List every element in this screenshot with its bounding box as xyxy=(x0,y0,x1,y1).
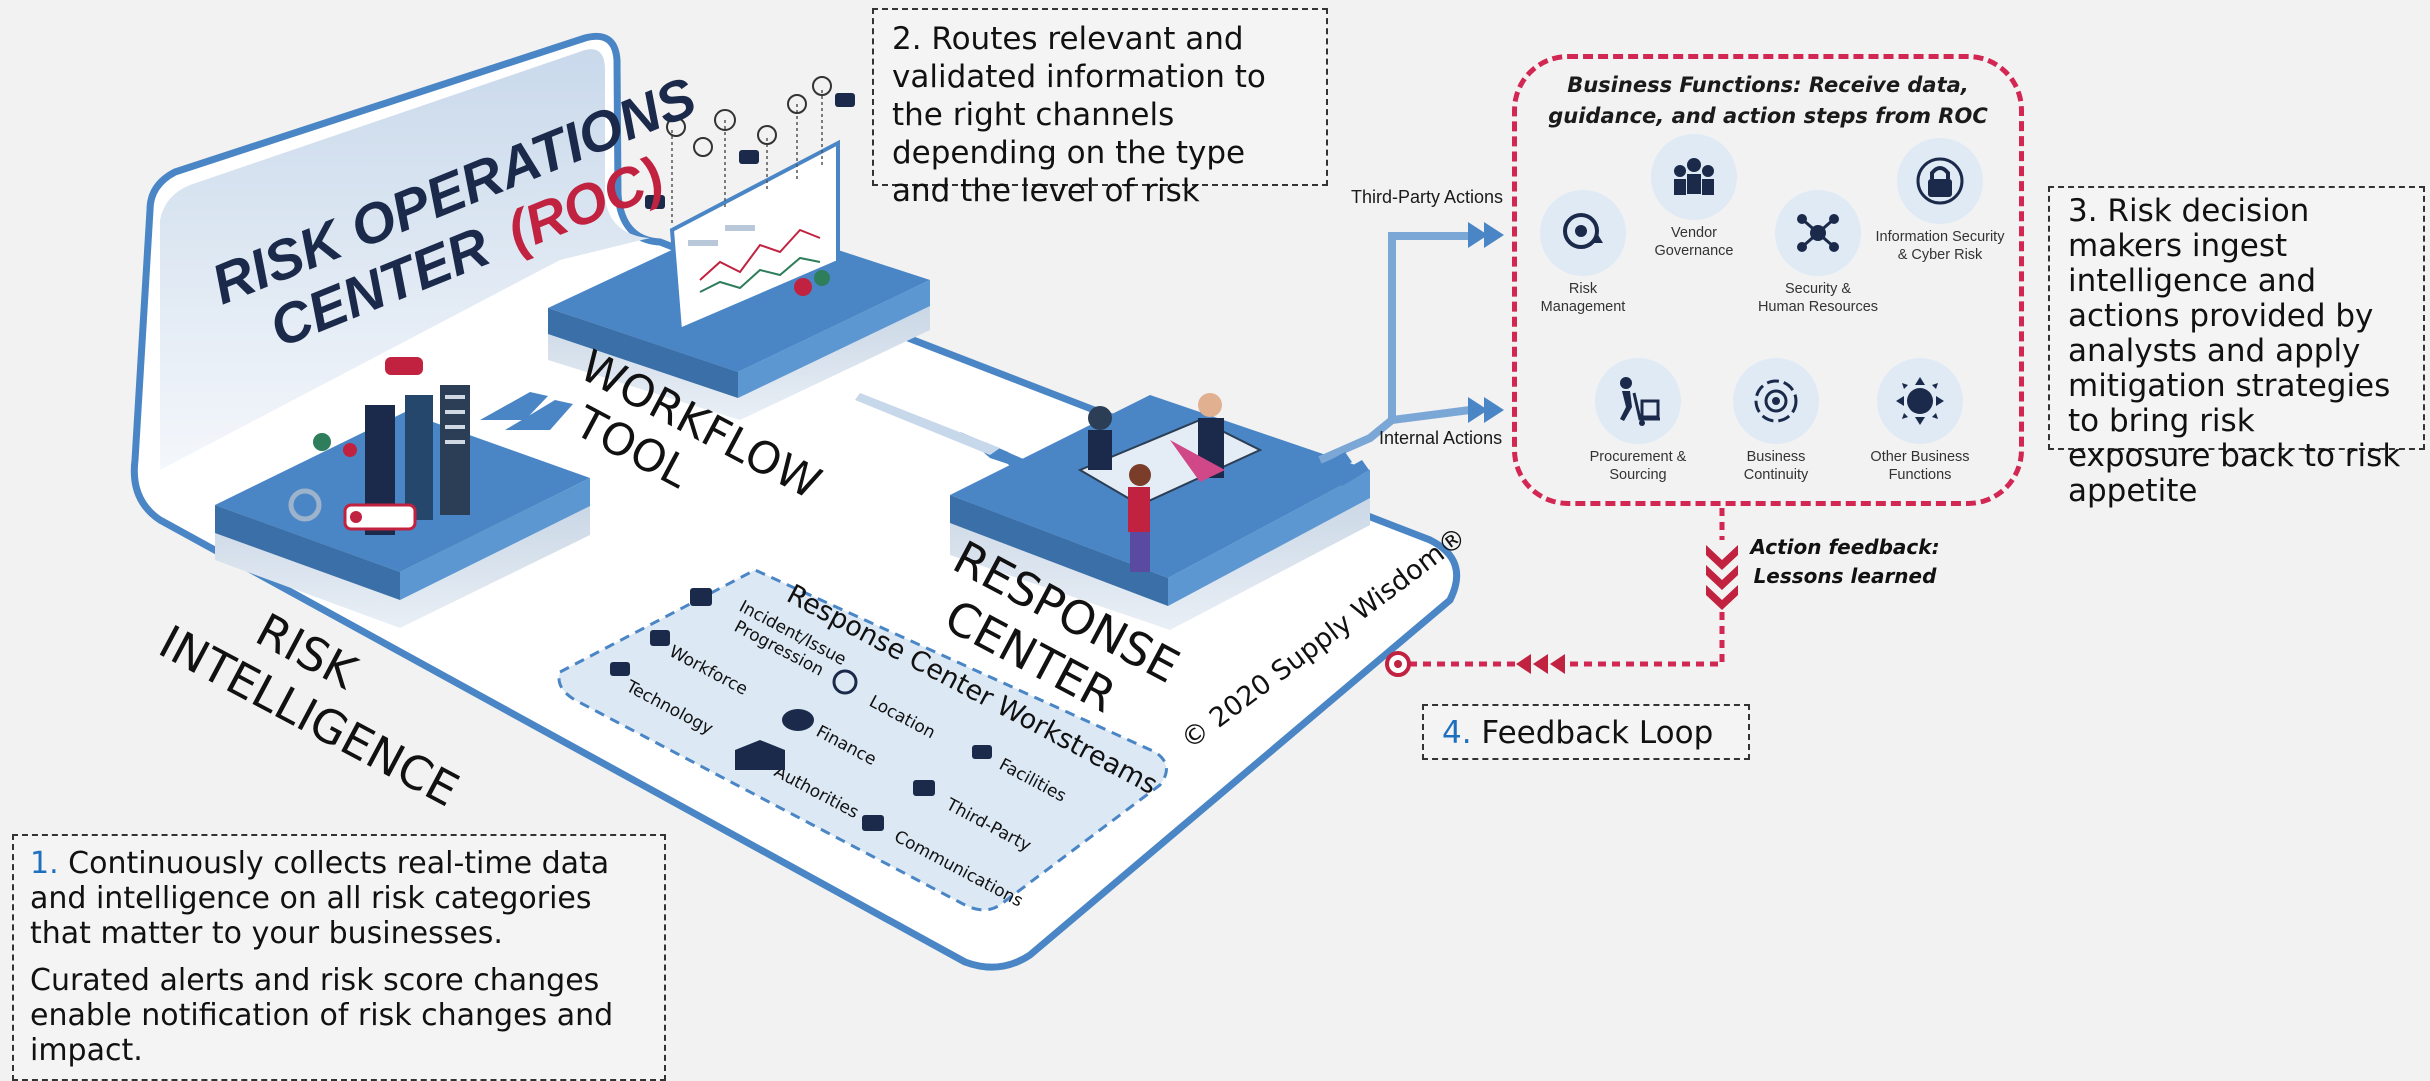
workflow-tool-block xyxy=(548,76,930,420)
callout-1-text-b: Curated alerts and risk score changes en… xyxy=(30,963,614,1068)
hand-truck-icon xyxy=(1595,358,1681,444)
feedback-loop-path xyxy=(1385,508,1738,677)
callout-1-text-a: Continuously collects real-time data and… xyxy=(30,846,610,951)
function-procurement: Procurement & Sourcing xyxy=(1538,358,1738,484)
function-label-line2: Management xyxy=(1540,299,1626,315)
function-label-line1: Other Business xyxy=(1870,449,1970,465)
routing-arrows xyxy=(1312,222,1504,486)
function-label-line2: Continuity xyxy=(1743,467,1809,483)
callout-1-risk-intelligence: 1. Continuously collects real-time data … xyxy=(12,834,666,1081)
authorities-icon xyxy=(735,740,785,770)
action-feedback-label: Action feedback: Lessons learned xyxy=(1745,533,1945,591)
workstream-icons xyxy=(610,588,992,831)
risk-intelligence-block xyxy=(215,357,590,628)
function-label-line2: Functions xyxy=(1888,467,1952,483)
third-party-actions-label: Third-Party Actions xyxy=(1351,187,1504,207)
callout-2-workflow: 2. Routes relevant and validated informa… xyxy=(872,8,1328,209)
technology-icon xyxy=(610,662,630,676)
function-label-line1: Information Security xyxy=(1875,229,2005,245)
callout-1-number: 1. xyxy=(30,846,59,881)
callout-4-text: Feedback Loop xyxy=(1471,715,1714,751)
location-icon xyxy=(832,669,858,695)
function-label-line1: Vendor xyxy=(1671,225,1717,241)
function-label-line2: Human Resources xyxy=(1757,299,1879,315)
padlock-icon xyxy=(1897,138,1983,224)
function-information-security: Information Security & Cyber Risk xyxy=(1840,138,2040,264)
function-label-line2: Governance xyxy=(1654,243,1734,259)
callout-4-feedback-loop: 4. Feedback Loop xyxy=(1422,704,1750,760)
cycle-target-icon xyxy=(1733,358,1819,444)
function-label-line1: Risk xyxy=(1568,281,1598,297)
callout-3-decision-makers: 3. Risk decision makers ingest intellige… xyxy=(2048,186,2425,509)
people-group-icon xyxy=(1651,134,1737,220)
action-feedback-line2: Lessons learned xyxy=(1753,564,1937,588)
gear-warning-icon xyxy=(1540,190,1626,276)
function-label-line2: & Cyber Risk xyxy=(1897,247,1983,263)
internal-actions-label: Internal Actions xyxy=(1379,428,1503,448)
function-label-line1: Business xyxy=(1746,449,1806,465)
function-security-hr: Security & Human Resources xyxy=(1718,190,1918,316)
response-center-block xyxy=(950,393,1370,630)
business-functions-title: Business Functions: Receive data, guidan… xyxy=(1512,70,2024,132)
finance-icon xyxy=(782,709,814,731)
facilities-icon xyxy=(972,745,992,759)
function-label-line2: Sourcing xyxy=(1609,467,1667,483)
action-feedback-line1: Action feedback: xyxy=(1750,535,1940,559)
function-label-line1: Procurement & xyxy=(1589,449,1687,465)
platform-back-wall xyxy=(160,49,650,471)
business-functions-title-line1: Business Functions: Receive data, xyxy=(1567,73,1969,97)
incident-icon xyxy=(690,588,712,606)
network-nodes-icon xyxy=(1775,190,1861,276)
function-label-line1: Security & xyxy=(1784,281,1852,297)
business-functions-title-line2: guidance, and action steps from ROC xyxy=(1548,104,1988,128)
workforce-icon xyxy=(650,630,670,646)
globe-arrows-icon xyxy=(1877,358,1963,444)
communications-icon xyxy=(862,815,884,831)
workstreams-panel xyxy=(557,568,1168,912)
business-functions-box xyxy=(1512,54,2024,506)
flow-chevrons xyxy=(480,392,1042,478)
callout-4-number: 4. xyxy=(1442,715,1472,751)
third-party-icon xyxy=(913,780,935,796)
